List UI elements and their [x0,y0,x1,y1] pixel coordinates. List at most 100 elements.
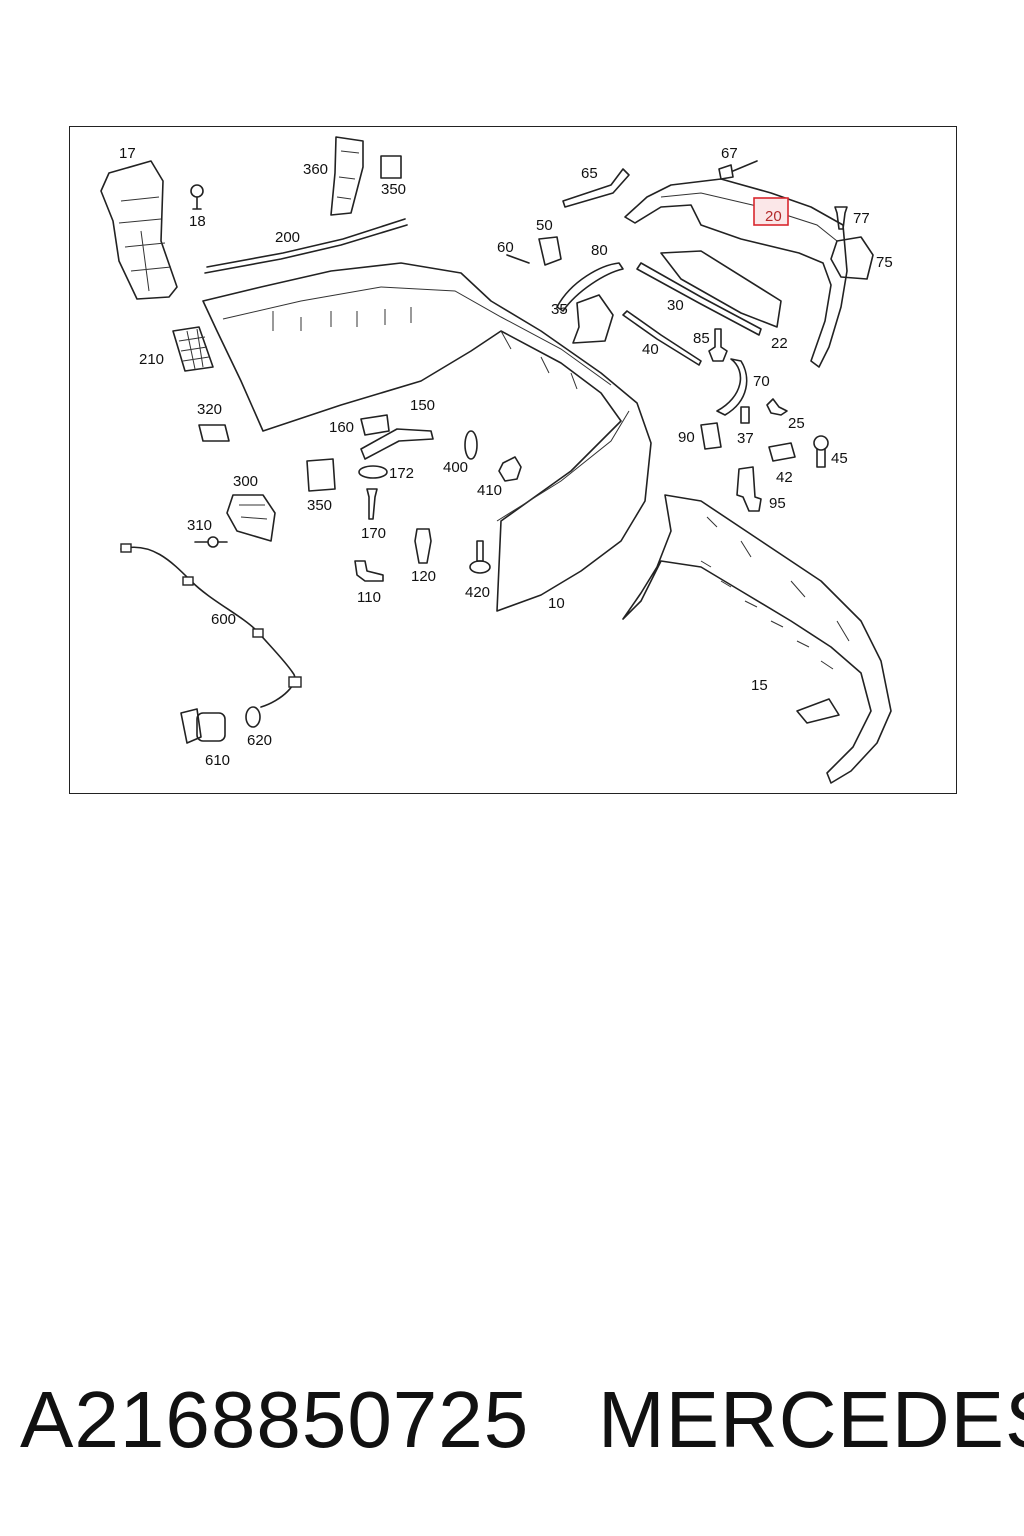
label-350-bottom[interactable]: 350 [307,497,332,514]
label-18[interactable]: 18 [189,213,206,230]
part-10-bumper-cover [202,262,652,612]
part-150-bracket [360,428,434,460]
part-20-edge [660,192,838,242]
label-160[interactable]: 160 [329,419,354,436]
label-210[interactable]: 210 [139,351,164,368]
part-210-grille [172,326,214,372]
part-300-bracket [226,494,276,542]
label-110[interactable]: 110 [357,589,381,606]
part-20-diffuser [624,178,848,368]
label-310[interactable]: 310 [187,517,212,534]
label-90[interactable]: 90 [678,429,695,446]
label-25[interactable]: 25 [788,415,805,432]
part-300-detail [239,504,268,520]
part-10-lower-lip [496,410,630,522]
part-360-detail [336,150,360,200]
part-90-bracket [700,422,722,450]
label-65[interactable]: 65 [581,165,598,182]
part-600-connector-b [182,576,194,586]
part-600-connector-d [288,676,302,688]
label-77[interactable]: 77 [853,210,870,227]
label-40[interactable]: 40 [642,341,659,358]
label-30[interactable]: 30 [667,297,684,314]
label-172[interactable]: 172 [389,465,414,482]
part-17-ribs [118,196,172,292]
part-25-clip [766,398,788,416]
label-350-top[interactable]: 350 [381,181,406,198]
label-410[interactable]: 410 [477,482,502,499]
label-120[interactable]: 120 [411,568,436,585]
label-45[interactable]: 45 [831,450,848,467]
label-200[interactable]: 200 [275,229,300,246]
label-42[interactable]: 42 [776,469,793,486]
part-620-ring [245,706,261,728]
part-75-cover [830,236,874,280]
part-160-clip [360,414,390,436]
part-350-pad-bottom [306,458,336,492]
part-65-strip [562,168,630,208]
part-15-carrier [622,494,892,784]
part-420-clip [469,540,491,574]
part-15-slots [700,516,850,670]
label-35[interactable]: 35 [551,301,568,318]
part-600-connector-a [120,543,132,553]
part-172-washer [358,465,388,479]
label-37[interactable]: 37 [737,430,754,447]
part-37-clip [740,406,750,424]
label-10[interactable]: 10 [548,595,565,612]
label-75[interactable]: 75 [876,254,893,271]
part-110-clip [354,560,384,582]
label-80[interactable]: 80 [591,242,608,259]
label-300[interactable]: 300 [233,473,258,490]
part-10-inner-edge [222,286,612,390]
part-600-connector-c [252,628,264,638]
part-22-strip [660,250,782,328]
part-number: A2168850725 [20,1375,530,1464]
part-610-sensor [180,708,226,744]
part-120-clip [414,528,432,564]
label-150[interactable]: 150 [410,397,435,414]
part-360-bracket [330,136,364,216]
label-67[interactable]: 67 [721,145,738,162]
label-70[interactable]: 70 [753,373,770,390]
part-410-nut [498,456,522,482]
part-42-clip [768,442,796,462]
label-360[interactable]: 360 [303,161,328,178]
part-17-bracket [100,160,178,300]
part-80-trim [556,262,624,312]
label-20[interactable]: 20 [765,208,782,225]
part-70-trim [716,358,748,416]
part-30-strip [636,262,762,336]
label-15[interactable]: 15 [751,677,768,694]
part-320-module [198,424,230,442]
label-20-highlight[interactable] [753,197,789,226]
label-320[interactable]: 320 [197,401,222,418]
part-210-mesh [178,328,210,370]
part-60-pin [506,254,530,264]
label-420[interactable]: 420 [465,584,490,601]
part-77-screw [834,206,848,230]
parts-diagram: 17 18 200 360 350 210 320 300 310 600 62… [69,126,957,794]
part-35-bracket [572,294,614,344]
part-95-sensor [736,466,762,512]
footer: A2168850725 MERCEDES [0,1370,1024,1470]
label-50[interactable]: 50 [536,217,553,234]
part-67-screw [718,160,758,180]
label-400[interactable]: 400 [443,459,468,476]
label-95[interactable]: 95 [769,495,786,512]
part-85-clip [708,328,728,362]
label-22[interactable]: 22 [771,335,788,352]
label-600[interactable]: 600 [211,611,236,628]
part-400-disc [464,430,478,460]
label-60[interactable]: 60 [497,239,514,256]
part-170-screw [366,488,378,520]
label-620[interactable]: 620 [247,732,272,749]
part-40-strip [622,310,702,366]
part-45-screw [813,435,829,468]
label-17[interactable]: 17 [119,145,136,162]
part-350-pad-top [380,155,402,179]
part-18-bolt [190,184,204,210]
label-610[interactable]: 610 [205,752,230,769]
label-85[interactable]: 85 [693,330,710,347]
label-170[interactable]: 170 [361,525,386,542]
